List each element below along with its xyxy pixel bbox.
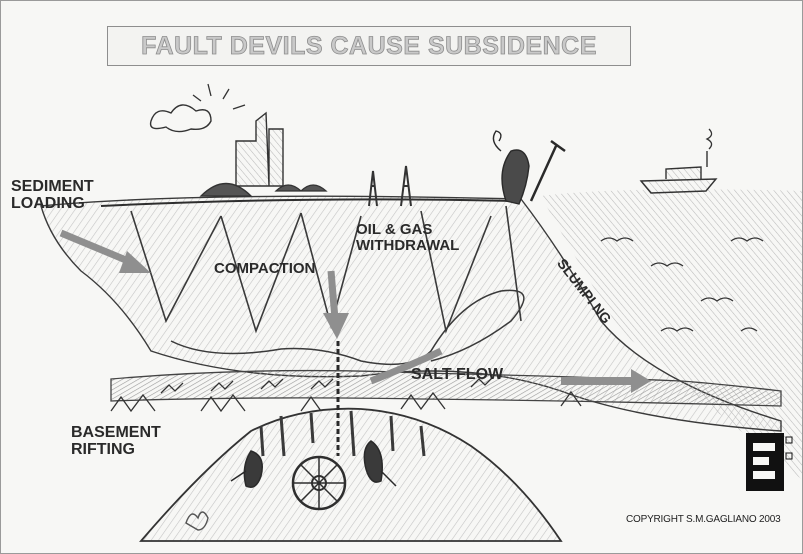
basement-drips xyxy=(259,410,426,457)
label-sediment-loading-line1: SEDIMENT xyxy=(11,178,94,195)
oil-derricks xyxy=(368,165,412,207)
devil-left xyxy=(230,450,263,488)
label-sediment-loading: SEDIMENT LOADING xyxy=(11,178,94,213)
ship xyxy=(639,151,718,194)
flames xyxy=(185,511,209,531)
basement-mound xyxy=(139,407,563,542)
sediment-arrow xyxy=(59,229,135,267)
sun-rays xyxy=(192,83,246,110)
storage-domes xyxy=(199,182,328,197)
label-basement-rifting: BASEMENT RIFTING xyxy=(71,424,161,459)
salt-flow-arrow xyxy=(369,347,443,385)
label-oil-gas-line1: OIL & GAS xyxy=(356,221,433,238)
label-sediment-loading-line2: LOADING xyxy=(11,194,85,212)
sediment-wedge xyxy=(40,195,782,432)
label-salt-flow: SALT FLOW xyxy=(411,366,504,383)
waves xyxy=(600,237,764,332)
label-basement-line2: RIFTING xyxy=(71,440,135,458)
hammer xyxy=(529,139,566,202)
salt-flow-arrowhead xyxy=(631,369,651,393)
salt-squiggles xyxy=(160,376,494,394)
label-basement-line1: BASEMENT xyxy=(71,424,161,441)
basement-teeth xyxy=(110,390,582,413)
compaction-curves xyxy=(170,289,525,366)
label-oil-gas-withdrawal: OIL & GAS WITHDRAWAL xyxy=(356,222,459,254)
label-oil-gas-line2: WITHDRAWAL xyxy=(356,236,460,254)
devil-ridge xyxy=(501,149,530,205)
ship-smoke xyxy=(705,128,713,150)
logo-mark xyxy=(746,433,793,491)
sediment-arrowhead xyxy=(119,251,151,273)
compaction-arrow xyxy=(327,270,339,320)
page-title: FAULT DEVILS CAUSE SUBSIDENCE xyxy=(141,31,597,60)
cloud xyxy=(149,104,212,133)
compaction-arrowhead xyxy=(323,313,349,339)
city-buildings xyxy=(235,111,284,187)
title-box: FAULT DEVILS CAUSE SUBSIDENCE xyxy=(107,26,631,66)
devil-right xyxy=(363,440,397,487)
copyright-text: COPYRIGHT S.M.GAGLIANO 2003 xyxy=(626,514,781,525)
devil-tail xyxy=(492,130,502,152)
label-compaction: COMPACTION xyxy=(214,260,316,277)
coastline xyxy=(100,198,517,207)
